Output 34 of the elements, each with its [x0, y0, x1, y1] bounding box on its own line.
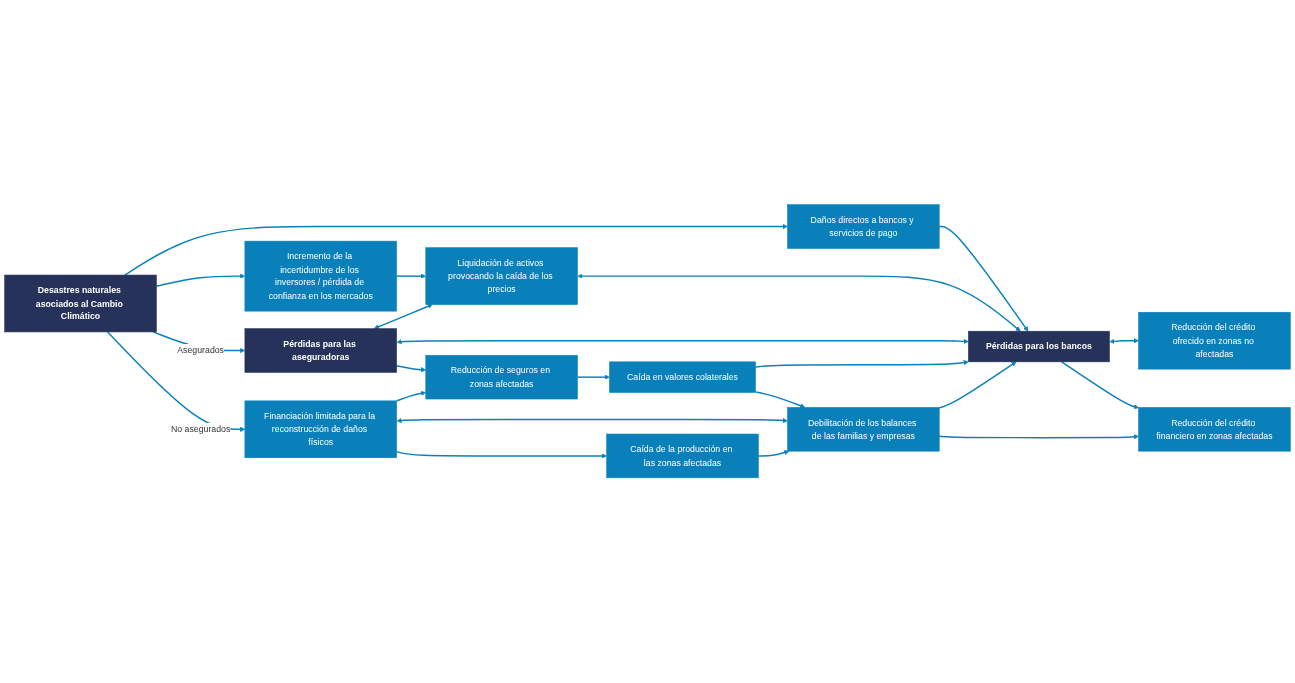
- arrow: [754, 391, 806, 409]
- arrow: [395, 391, 426, 402]
- node-box: Caída de la producción en las zonas afectadas: [606, 434, 759, 479]
- node-box: Debilitación de los balances de las familias y empresas: [787, 407, 940, 452]
- edge-label: No asegurados: [170, 424, 231, 435]
- arrow: [938, 226, 1029, 332]
- arrow: [938, 434, 1139, 440]
- node-box: Reducción de seguros en zonas afectadas: [425, 355, 578, 400]
- node-box: Desastres naturales asociados al Cambio Climático: [4, 275, 157, 333]
- node-box: Reducción del crédito financiero en zonas afectadas: [1138, 407, 1291, 452]
- arrow: [396, 418, 788, 424]
- node-box: Pérdidas para los bancos: [968, 331, 1110, 363]
- node-box: Daños directos a bancos y servicios de pago: [787, 204, 940, 249]
- node-box: Financiación limitada para la reconstrucción de daños físicos: [244, 400, 397, 459]
- arrow: [576, 374, 610, 380]
- node-box: Liquidación de activos provocando la caída de los precios: [425, 247, 578, 306]
- edge-label: Asegurados: [177, 345, 224, 356]
- arrow: [754, 360, 969, 369]
- arrow: [1060, 361, 1139, 410]
- arrow: [396, 339, 969, 345]
- arrow: [155, 273, 246, 288]
- arrow: [373, 304, 433, 330]
- arrow: [395, 451, 607, 459]
- arrow: [395, 365, 426, 373]
- arrow: [395, 273, 426, 279]
- arrow: [938, 361, 1017, 409]
- node-box: Incremento de la incertidumbre de los inversores / pérdida de confianza en los mercados: [244, 241, 397, 312]
- arrow: [577, 273, 1021, 332]
- arrow: [1109, 338, 1139, 345]
- node-box: Pérdidas para las aseguradoras: [244, 328, 397, 373]
- arrow: [124, 224, 788, 277]
- node-box: Caída en valores colaterales: [609, 361, 756, 394]
- arrow: [757, 450, 790, 457]
- node-box: Reducción del crédito ofrecido en zonas no afectadas: [1138, 312, 1291, 370]
